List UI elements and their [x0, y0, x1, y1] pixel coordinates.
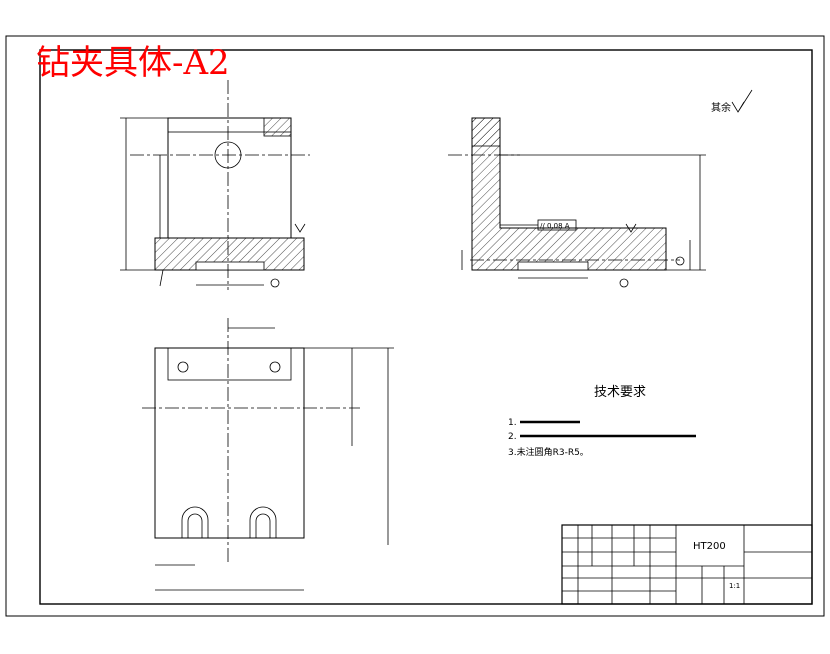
title-block: [561, 524, 813, 605]
outer-border: [5, 35, 825, 617]
tech-requirement-3: 3.未注圆角R3-R5。: [508, 446, 589, 458]
flatness-frame-text: // 0.08 A: [540, 222, 570, 230]
title-stamp: 钻夹具体-A2: [36, 43, 230, 83]
front-view: [120, 80, 310, 290]
tech-requirements-heading: 技术要求: [594, 385, 646, 400]
tech-requirement-2: 2.: [508, 432, 517, 442]
roughness-symbol-icon: [731, 89, 753, 113]
material-text: HT200: [693, 541, 726, 552]
tech-requirement-1: 1.: [508, 418, 517, 428]
inner-frame: [39, 49, 813, 605]
svg-text:其余: 其余: [711, 101, 731, 114]
technical-requirements: 技术要求 1. 2. 3.未注圆角R3-R5。: [508, 385, 696, 458]
top-view: [142, 318, 394, 591]
surface-finish-note: 其余: [711, 89, 753, 114]
side-section-view: [448, 117, 706, 288]
scale-text: 1:1: [729, 582, 740, 590]
